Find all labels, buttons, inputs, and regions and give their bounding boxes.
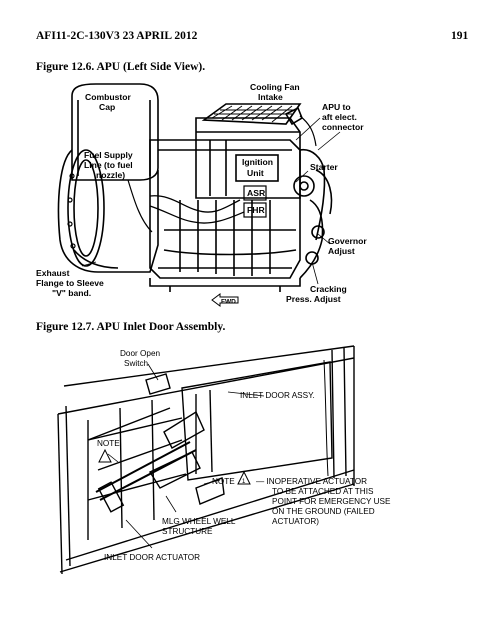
- label-note-left: NOTE: [97, 439, 120, 448]
- figure2-leader-lines: [107, 363, 265, 549]
- label-door-open-switch: Door Open Switch: [120, 349, 162, 368]
- label-governor-adjust: Governor Adjust: [328, 236, 369, 256]
- inlet-door-drawing: [57, 345, 355, 575]
- figure1-leader-lines: [81, 117, 341, 285]
- warning-icon: [98, 448, 251, 485]
- label-fuel-supply-line: Fuel Supply Line (to fuel nozzle): [84, 150, 135, 180]
- label-note-right: NOTE: [212, 477, 235, 486]
- label-fhr: FHR: [247, 205, 265, 215]
- label-asr: ASR: [247, 188, 266, 198]
- figure-12-7-caption: Figure 12.7. APU Inlet Door Assembly.: [36, 321, 226, 333]
- label-cooling-fan-intake: Cooling Fan Intake: [250, 82, 302, 102]
- label-mlg-wheel-well-structure: MLG WHEEL WELL STRUCTURE: [162, 517, 237, 536]
- label-starter: Starter: [310, 162, 338, 172]
- document-id: AFI11-2C-130V3 23 APRIL 2012: [36, 30, 198, 42]
- label-inlet-door-actuator: INLET DOOR ACTUATOR: [104, 553, 200, 562]
- page-number: 191: [451, 30, 469, 42]
- label-cracking-press-adjust: Cracking Press. Adjust: [286, 284, 349, 304]
- fwd-arrow: FWD: [211, 293, 239, 307]
- apu-drawing: [57, 83, 333, 292]
- label-combustor-cap: Combustor Cap: [85, 92, 133, 112]
- figure-12-6-caption: Figure 12.6. APU (Left Side View).: [36, 61, 206, 73]
- label-inoperative-actuator-note: — INOPERATIVE ACTUATOR TO BE ATTACHED AT…: [256, 477, 393, 526]
- label-ignition-unit: Ignition Unit: [242, 157, 275, 178]
- label-inlet-door-assy: INLET DOOR ASSY.: [240, 391, 315, 400]
- label-exhaust-flange: Exhaust Flange to Sleeve "V" band.: [36, 268, 106, 298]
- label-fwd: FWD: [221, 299, 236, 306]
- warning-number: 1: [242, 479, 246, 485]
- label-apu-aft-connector: APU to aft elect. connector: [322, 102, 364, 132]
